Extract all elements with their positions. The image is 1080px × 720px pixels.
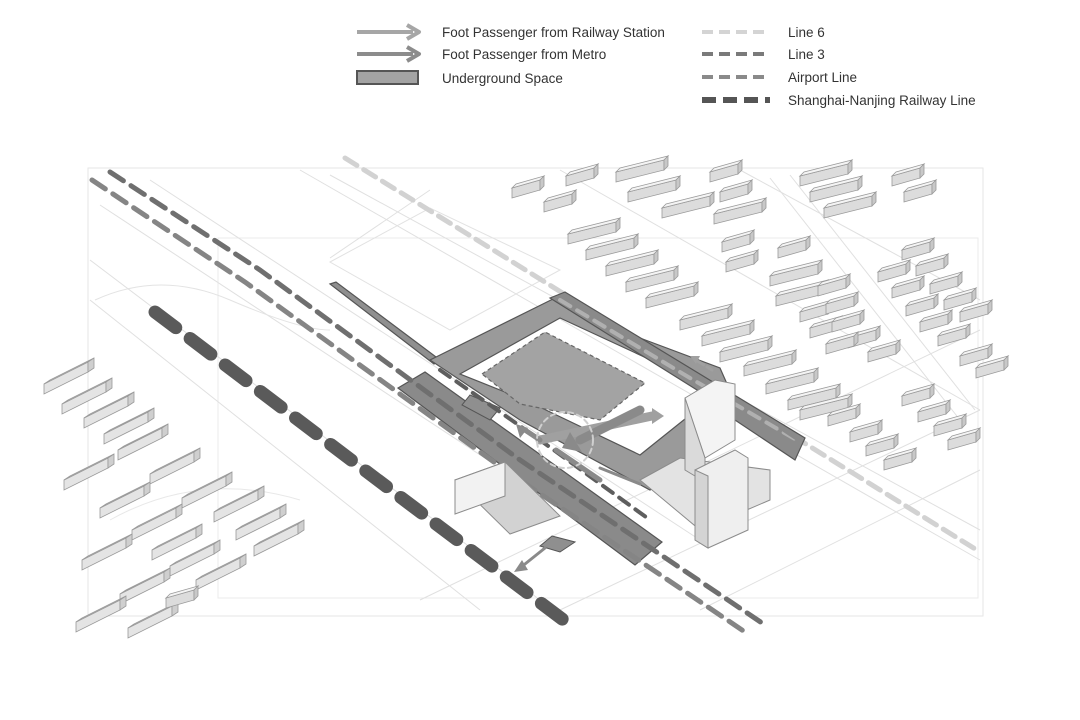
- dashed-line-icon: [702, 75, 770, 79]
- dashed-line-icon: [702, 97, 770, 103]
- legend-label: Shanghai-Nanjing Railway Line: [788, 92, 976, 108]
- legend-label: Line 3: [788, 46, 825, 62]
- dashed-line-icon: [702, 52, 770, 56]
- legend-label: Underground Space: [442, 70, 563, 86]
- legend-label: Airport Line: [788, 69, 858, 85]
- legend-label: Line 6: [788, 24, 825, 40]
- passenger-flows: [514, 356, 800, 572]
- station-buildings: [454, 379, 771, 549]
- legend: Foot Passenger from Railway Station Foot…: [0, 0, 1080, 120]
- arrow-icon: [357, 23, 421, 41]
- dashed-line-icon: [702, 30, 770, 34]
- underground-swatch-icon: [356, 70, 419, 85]
- legend-label: Foot Passenger from Railway Station: [442, 24, 665, 40]
- legend-label: Foot Passenger from Metro: [442, 46, 607, 62]
- railway-line: [148, 305, 577, 632]
- arrow-icon: [357, 45, 421, 63]
